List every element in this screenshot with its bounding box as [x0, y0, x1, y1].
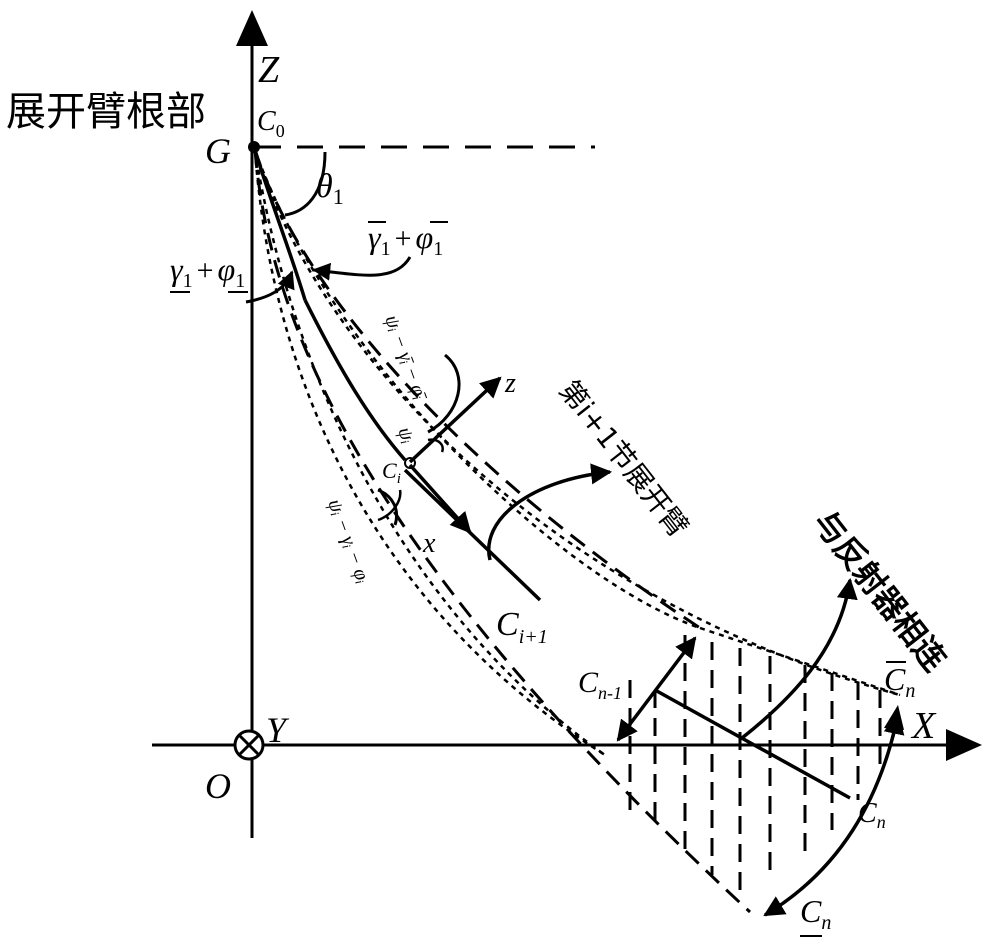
local-x-label: x — [422, 528, 436, 559]
section-label: 第i+1节展开臂 — [552, 374, 694, 543]
psi-lower-label: ψᵢ − γᵢ − φᵢ — [323, 496, 374, 586]
lower-dotted-boundary — [253, 149, 606, 757]
c0-label: C0 — [257, 106, 285, 141]
svg-text:γ1+φ1: γ1+φ1 — [368, 219, 443, 260]
psi-i-label: ψᵢ — [393, 424, 419, 446]
cn-minus-1-label: Cn-1 — [578, 666, 622, 703]
gamma-bar-arc-arrow — [312, 256, 412, 281]
theta1-arc — [284, 151, 327, 217]
mid-dotted-boundary — [253, 149, 606, 757]
arm-section-i-plus-1 — [403, 468, 542, 602]
svg-text:Cn: Cn — [800, 893, 831, 934]
theta1-label: θ1 — [316, 168, 344, 209]
psi-upper-label: ψᵢ − γ̄ᵢ − φ̄ᵢ — [380, 312, 431, 404]
lower-dashed-boundary — [253, 149, 752, 914]
upper-dotted-boundary — [253, 149, 901, 697]
ci-plus-1-label: Ci+1 — [496, 606, 548, 648]
y-axis-label: Y — [266, 710, 290, 750]
origin-label: O — [205, 766, 231, 806]
gamma-bar-plus-phi-bar-label: γ1+φ1 — [368, 219, 448, 260]
cn-under-label: Cn — [800, 893, 831, 937]
cn-bar-label: Cn — [884, 661, 915, 702]
cn-label: Cn — [858, 798, 886, 832]
right-curved-double-arrow — [763, 712, 905, 917]
svg-text:Cn: Cn — [884, 661, 915, 702]
z-axis-arrowhead — [236, 10, 268, 46]
section-callout-arrow — [487, 463, 613, 561]
gamma-under-plus-phi-under-label: γ1+φ1 — [170, 251, 248, 293]
gamma-under-arc-arrow — [245, 270, 295, 304]
psi-upper-arc — [427, 353, 461, 434]
psi-i-small-arc — [427, 438, 444, 453]
psi-lower-arc — [377, 488, 399, 526]
point-ci-dot — [404, 457, 416, 469]
point-g-dot — [248, 141, 260, 153]
arm-segment-i — [303, 299, 407, 462]
x-axis-label: X — [910, 705, 937, 747]
x-axis-arrowhead — [946, 729, 982, 761]
cn-bar-small-arrowhead — [884, 705, 904, 730]
upper-dotted-boundary-2 — [253, 149, 701, 630]
ci-label: Ci — [382, 458, 401, 487]
first-arm-segment — [253, 149, 307, 301]
root-label: 展开臂根部 — [6, 89, 206, 135]
upper-dashed-boundary — [253, 149, 701, 630]
left-double-arrow — [616, 636, 697, 742]
local-x-axis-arrow — [408, 463, 472, 534]
reflector-callout-arrow — [740, 577, 858, 740]
local-z-axis-arrow — [408, 376, 502, 464]
reflector-label: 与反射器相连 — [806, 504, 954, 679]
z-axis-label: Z — [258, 49, 280, 91]
psi-lower-arc-2 — [377, 489, 402, 522]
y-axis-into-page-icon — [233, 729, 265, 761]
svg-text:γ1+φ1: γ1+φ1 — [170, 251, 245, 292]
g-point-label: G — [205, 131, 231, 171]
local-z-label: z — [504, 368, 516, 399]
